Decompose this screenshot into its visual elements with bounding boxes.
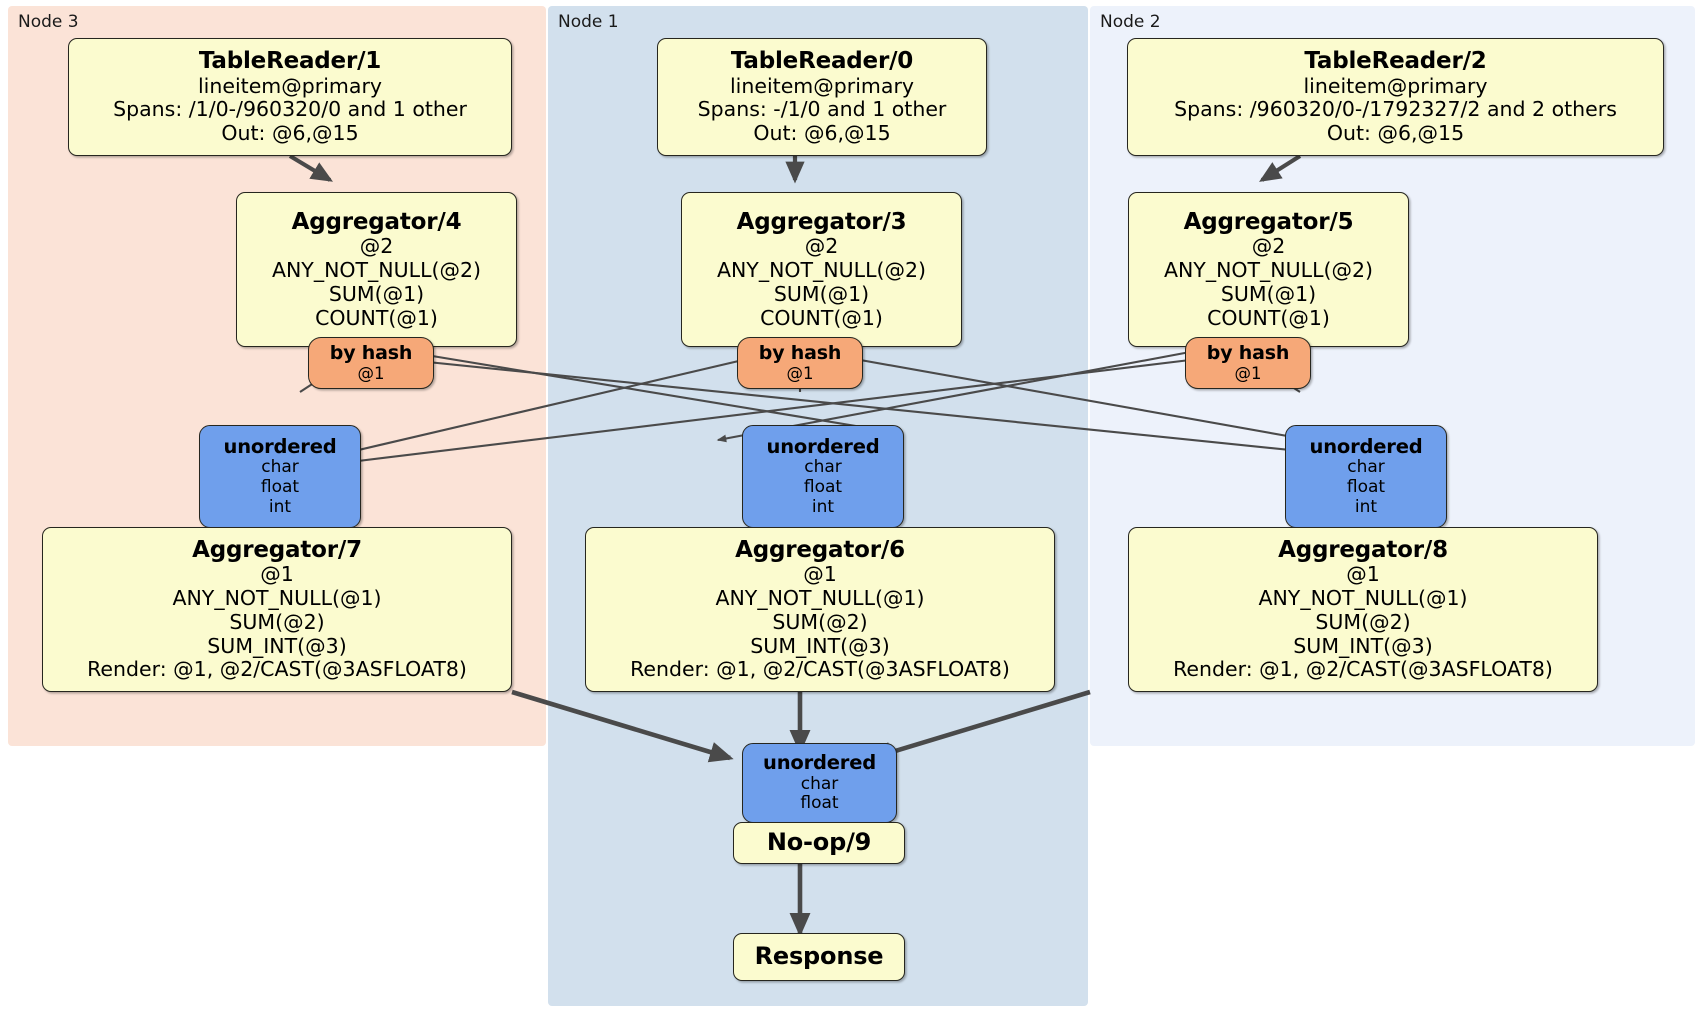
router-title: by hash <box>1206 342 1290 365</box>
node-line: SUM(@2) <box>1315 609 1411 634</box>
router-title: by hash <box>329 342 413 365</box>
node-line: Spans: -/1/0 and 1 other <box>697 97 947 122</box>
node-line: COUNT(@1) <box>1207 305 1330 330</box>
node-line: @2 <box>804 234 839 259</box>
node-title: TableReader/0 <box>730 48 914 75</box>
node-line: ANY_NOT_NULL(@2) <box>716 258 927 283</box>
panel-node3-label: Node 3 <box>18 12 79 32</box>
node-title: Aggregator/4 <box>291 208 462 235</box>
panel-node1-label: Node 1 <box>558 12 619 32</box>
router-unordered-final[interactable]: unordered char float <box>742 743 897 823</box>
node-line: ANY_NOT_NULL(@1) <box>1258 586 1468 611</box>
router-line: float <box>800 793 839 814</box>
node-line: SUM(@1) <box>328 281 425 306</box>
node-line: ANY_NOT_NULL(@1) <box>172 586 382 611</box>
node-line: SUM(@1) <box>773 281 870 306</box>
node-line: Spans: /960320/0-/1792327/2 and 2 others <box>1174 97 1617 122</box>
node-line: @1 <box>260 562 294 587</box>
router-line: char <box>800 773 839 794</box>
node-line: Out: @6,@15 <box>753 121 891 146</box>
node-title: No-op/9 <box>766 828 872 857</box>
router-line: int <box>811 496 835 517</box>
router-line: int <box>268 496 292 517</box>
node-line: Render: @1, @2/CAST(@3ASFLOAT8) <box>630 657 1010 682</box>
node-line: lineitem@primary <box>729 73 915 98</box>
node-title: TableReader/2 <box>1304 48 1487 75</box>
node-line: COUNT(@1) <box>315 305 438 330</box>
router-by-hash-right[interactable]: by hash @1 <box>1185 337 1311 389</box>
node-line: @2 <box>1251 234 1286 259</box>
node-noop-9[interactable]: No-op/9 <box>733 822 905 864</box>
node-line: SUM(@2) <box>229 609 325 634</box>
node-aggregator-7[interactable]: Aggregator/7 @1 ANY_NOT_NULL(@1) SUM(@2)… <box>42 527 512 692</box>
node-title: Response <box>754 942 884 971</box>
router-title: unordered <box>1309 434 1423 458</box>
router-line: int <box>1354 496 1378 517</box>
router-unordered-left[interactable]: unordered char float int <box>199 425 361 528</box>
router-title: unordered <box>223 434 337 458</box>
node-line: lineitem@primary <box>1303 73 1488 98</box>
node-line: ANY_NOT_NULL(@2) <box>271 258 482 283</box>
node-aggregator-8[interactable]: Aggregator/8 @1 ANY_NOT_NULL(@1) SUM(@2)… <box>1128 527 1598 692</box>
router-by-hash-left[interactable]: by hash @1 <box>308 337 434 389</box>
router-title: unordered <box>766 434 880 458</box>
node-tablereader-0[interactable]: TableReader/0 lineitem@primary Spans: -/… <box>657 38 987 156</box>
router-by-hash-center[interactable]: by hash @1 <box>737 337 863 389</box>
panel-node2-label: Node 2 <box>1100 12 1161 32</box>
node-line: SUM_INT(@3) <box>207 633 347 658</box>
node-line: SUM(@1) <box>1220 281 1317 306</box>
node-line: Render: @1, @2/CAST(@3ASFLOAT8) <box>87 657 467 682</box>
node-aggregator-4[interactable]: Aggregator/4 @2 ANY_NOT_NULL(@2) SUM(@1)… <box>236 192 517 347</box>
router-line: float <box>1346 476 1386 497</box>
node-aggregator-5[interactable]: Aggregator/5 @2 ANY_NOT_NULL(@2) SUM(@1)… <box>1128 192 1409 347</box>
node-line: ANY_NOT_NULL(@2) <box>1163 258 1374 283</box>
node-line: SUM_INT(@3) <box>750 633 890 658</box>
node-title: TableReader/1 <box>198 48 382 75</box>
router-line: float <box>803 476 843 497</box>
node-line: COUNT(@1) <box>760 305 883 330</box>
node-title: Aggregator/5 <box>1183 208 1354 235</box>
node-line: SUM_INT(@3) <box>1293 633 1433 658</box>
router-line: float <box>260 476 300 497</box>
node-title: Aggregator/6 <box>735 536 905 563</box>
node-line: Out: @6,@15 <box>1326 121 1465 146</box>
router-title: by hash <box>758 342 842 365</box>
node-line: Spans: /1/0-/960320/0 and 1 other <box>113 97 467 122</box>
router-line: char <box>1347 457 1385 478</box>
node-response[interactable]: Response <box>733 933 905 981</box>
router-unordered-right[interactable]: unordered char float int <box>1285 425 1447 528</box>
router-unordered-center[interactable]: unordered char float int <box>742 425 904 528</box>
node-line: Render: @1, @2/CAST(@3ASFLOAT8) <box>1173 657 1553 682</box>
node-line: @1 <box>1346 562 1380 587</box>
node-line: lineitem@primary <box>197 73 383 98</box>
node-title: Aggregator/8 <box>1278 536 1448 563</box>
node-tablereader-2[interactable]: TableReader/2 lineitem@primary Spans: /9… <box>1127 38 1664 156</box>
router-line: @1 <box>786 364 814 384</box>
node-tablereader-1[interactable]: TableReader/1 lineitem@primary Spans: /1… <box>68 38 512 156</box>
node-title: Aggregator/7 <box>192 536 362 563</box>
router-line: char <box>261 457 299 478</box>
router-line: @1 <box>357 364 385 384</box>
node-line: @2 <box>359 234 394 259</box>
router-title: unordered <box>763 750 876 774</box>
node-line: @1 <box>803 562 837 587</box>
node-aggregator-3[interactable]: Aggregator/3 @2 ANY_NOT_NULL(@2) SUM(@1)… <box>681 192 962 347</box>
node-line: ANY_NOT_NULL(@1) <box>715 586 925 611</box>
router-line: char <box>804 457 842 478</box>
node-title: Aggregator/3 <box>736 208 907 235</box>
node-line: Out: @6,@15 <box>221 121 359 146</box>
node-aggregator-6[interactable]: Aggregator/6 @1 ANY_NOT_NULL(@1) SUM(@2)… <box>585 527 1055 692</box>
node-line: SUM(@2) <box>772 609 868 634</box>
router-line: @1 <box>1234 364 1262 384</box>
